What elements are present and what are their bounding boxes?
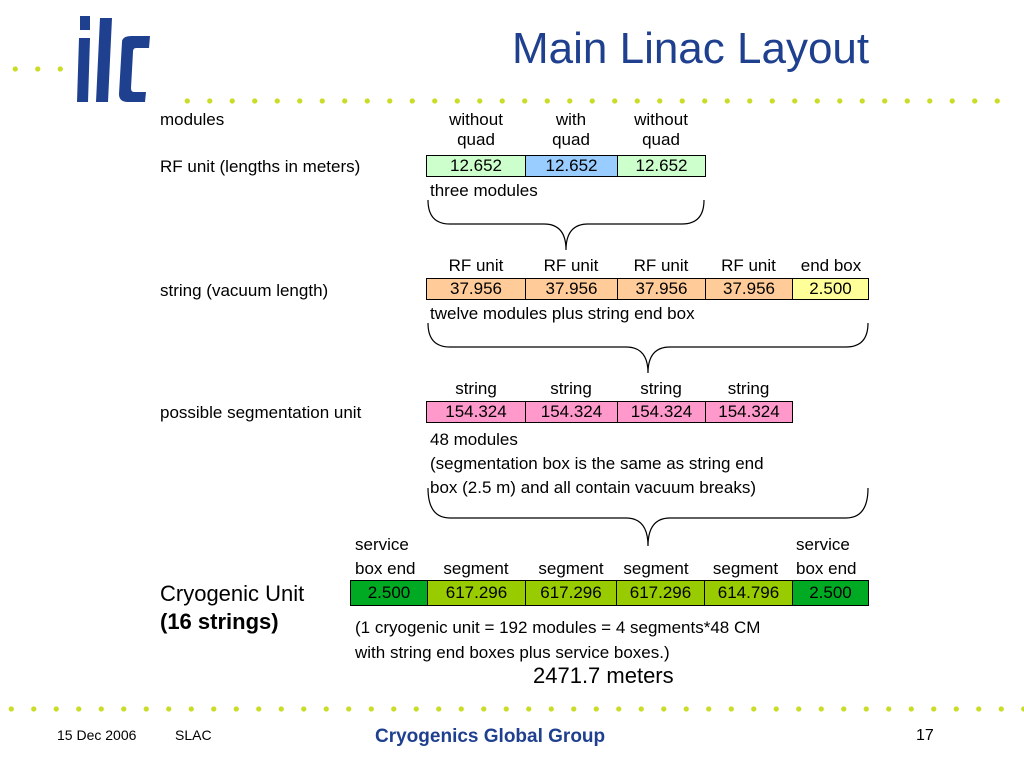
cryo-header-3: segment xyxy=(538,559,604,578)
segmentation-caption: 48 modules (segmentation box is the same… xyxy=(430,430,764,497)
string-label: string (vacuum length) xyxy=(160,281,329,300)
segmentation-header-3: string xyxy=(640,379,682,398)
string-cell: 37.956 xyxy=(427,279,526,299)
top-left-dotted-line xyxy=(4,66,78,72)
string-header-3: RF unit xyxy=(633,256,689,275)
segmentation-cell: 154.324 xyxy=(526,402,618,422)
footer-page-number: 17 xyxy=(916,727,934,744)
cryo-header-4: segment xyxy=(623,559,689,578)
rf-unit-cell: 12.652 xyxy=(618,156,705,176)
segmentation-header-1: string xyxy=(455,379,497,398)
string-header-2: RF unit xyxy=(543,256,599,275)
service-box-cell: 2.500 xyxy=(351,581,428,605)
rf-unit-label: RF unit (lengths in meters) xyxy=(160,157,361,176)
end-box-cell: 2.500 xyxy=(793,279,868,299)
cryogenic-unit-label: Cryogenic Unit (16 strings) xyxy=(160,581,305,634)
rf-unit-table: 12.652 12.652 12.652 xyxy=(426,155,706,177)
rf-unit-brace xyxy=(427,199,705,251)
string-cell: 37.956 xyxy=(618,279,706,299)
segmentation-cell: 154.324 xyxy=(706,402,792,422)
modules-label: modules xyxy=(160,110,225,129)
string-brace xyxy=(427,322,869,374)
segmentation-cell: 154.324 xyxy=(618,402,706,422)
segmentation-brace xyxy=(427,487,869,547)
page-title: Main Linac Layout xyxy=(512,24,870,73)
string-caption: twelve modules plus string end box xyxy=(430,304,695,323)
cryogenic-caption: (1 cryogenic unit = 192 modules = 4 segm… xyxy=(355,618,761,662)
string-header-4: RF unit xyxy=(721,256,776,275)
cryo-header-5: segment xyxy=(712,559,779,578)
footer-group: Cryogenics Global Group xyxy=(375,726,606,747)
total-length: 2471.7 meters xyxy=(533,663,674,688)
service-box-cell: 2.500 xyxy=(793,581,868,605)
segmentation-header-2: string xyxy=(550,379,592,398)
header-dotted-line xyxy=(176,98,1012,104)
segment-cell: 617.296 xyxy=(428,581,526,605)
string-cell: 37.956 xyxy=(526,279,618,299)
footer-date: 15 Dec 2006 xyxy=(57,727,137,743)
ilc-logo xyxy=(70,12,154,104)
cryogenic-table: 2.500 617.296 617.296 617.296 614.796 2.… xyxy=(350,580,869,606)
segmentation-header-4: string xyxy=(727,379,770,398)
segment-cell: 617.296 xyxy=(526,581,617,605)
footer-org: SLAC xyxy=(175,727,212,743)
segmentation-cell: 154.324 xyxy=(427,402,526,422)
string-header-5: end box xyxy=(800,256,862,275)
cryo-header-2: segment xyxy=(443,559,509,578)
string-cell: 37.956 xyxy=(706,279,793,299)
string-table: 37.956 37.956 37.956 37.956 2.500 xyxy=(426,278,869,300)
rf-unit-cell: 12.652 xyxy=(526,156,618,176)
footer-dotted-line xyxy=(0,706,1024,712)
segmentation-label: possible segmentation unit xyxy=(160,403,362,422)
segmentation-table: 154.324 154.324 154.324 154.324 xyxy=(426,401,793,423)
segment-cell: 617.296 xyxy=(617,581,705,605)
string-header-1: RF unit xyxy=(448,256,504,275)
rf-unit-caption: three modules xyxy=(430,181,538,200)
rf-unit-cell: 12.652 xyxy=(427,156,526,176)
segment-cell: 614.796 xyxy=(705,581,793,605)
